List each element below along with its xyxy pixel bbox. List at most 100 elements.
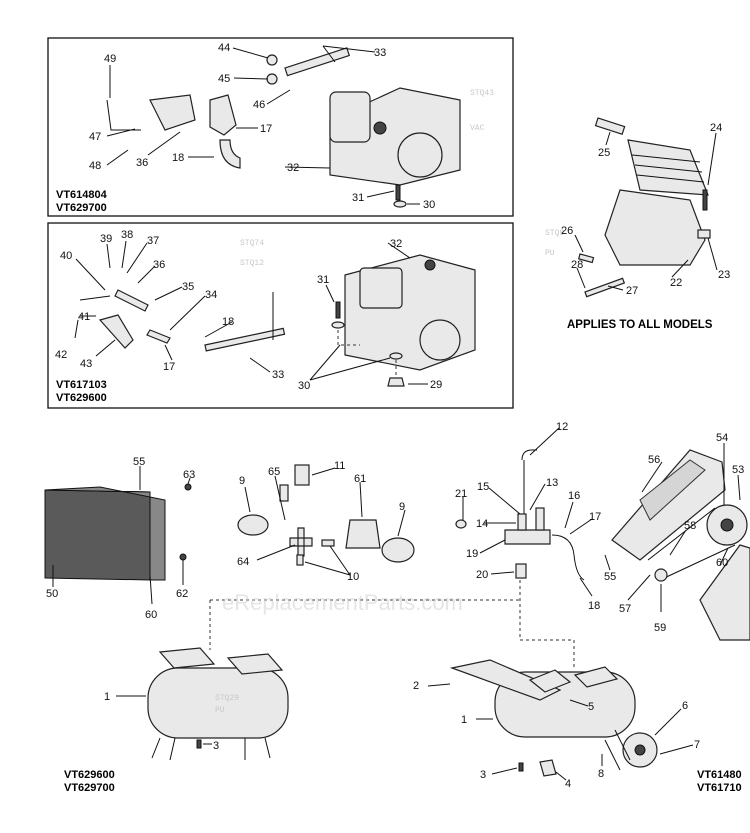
callout-32: 32 xyxy=(390,238,402,250)
model-label: VT629600 xyxy=(56,392,107,404)
connector-lines xyxy=(209,580,575,668)
callout-4: 4 xyxy=(565,778,571,790)
callout-30: 30 xyxy=(423,199,435,211)
foot-4 xyxy=(539,759,557,777)
callout-31: 31 xyxy=(352,192,364,204)
callout-24: 24 xyxy=(710,122,722,134)
svg-text:PU: PU xyxy=(545,249,555,258)
tank-left-callouts: 55 50 60 63 62 9 65 11 61 9 64 10 1 3 xyxy=(46,456,405,752)
callout-46: 46 xyxy=(253,99,265,111)
callout-25: 25 xyxy=(598,147,610,159)
tube-18 xyxy=(219,139,241,169)
model-label: VT61480 xyxy=(697,769,742,781)
callout-62: 62 xyxy=(176,588,188,600)
callout-29: 29 xyxy=(430,379,442,391)
callout-18: 18 xyxy=(588,600,600,612)
callout-33: 33 xyxy=(272,369,284,381)
saddle-left-2 xyxy=(226,653,284,675)
callout-21: 21 xyxy=(455,488,467,500)
air-cleaner-2 xyxy=(359,267,403,309)
callout-55: 55 xyxy=(604,571,616,583)
engine-pulley-2 xyxy=(419,319,461,361)
model-label: VT61710 xyxy=(697,782,742,794)
callout-3: 3 xyxy=(213,740,219,752)
callout-17: 17 xyxy=(163,361,175,373)
callout-53: 53 xyxy=(732,464,744,476)
callout-58: 58 xyxy=(684,520,696,532)
gauge-9 xyxy=(237,514,269,536)
callout-50: 50 xyxy=(46,588,58,600)
callout-57: 57 xyxy=(619,603,631,615)
callout-16: 16 xyxy=(568,490,580,502)
throttle-lever xyxy=(98,314,134,349)
callout-18: 18 xyxy=(172,152,184,164)
model-label: VT629600 xyxy=(64,769,115,781)
callout-32: 32 xyxy=(287,162,299,174)
pump-callouts: 24 25 26 22 28 23 27 xyxy=(561,122,730,297)
callout-48: 48 xyxy=(89,160,101,172)
svg-text:STQ12: STQ12 xyxy=(240,259,264,268)
svg-text:STQ9: STQ9 xyxy=(545,229,564,238)
callout-26: 26 xyxy=(561,225,573,237)
callout-17: 17 xyxy=(589,511,601,523)
callout-55: 55 xyxy=(133,456,145,468)
callout-49: 49 xyxy=(104,53,116,65)
saddle-left-1 xyxy=(158,647,216,669)
regulator-61 xyxy=(345,519,381,549)
callout-41: 41 xyxy=(78,311,90,323)
air-cleaner-1 xyxy=(329,91,371,143)
callout-35: 35 xyxy=(182,281,194,293)
callout-45: 45 xyxy=(218,73,230,85)
svg-text:PU: PU xyxy=(215,706,225,715)
belt-guard-section: 54 56 53 58 60 57 59 xyxy=(611,432,750,641)
callout-43: 43 xyxy=(80,358,92,370)
callout-5: 5 xyxy=(588,701,594,713)
callout-56: 56 xyxy=(648,454,660,466)
callout-27: 27 xyxy=(626,285,638,297)
pump-crankcase xyxy=(604,189,706,266)
callout-65: 65 xyxy=(268,466,280,478)
callout-36: 36 xyxy=(153,259,165,271)
callout-42: 42 xyxy=(55,349,67,361)
callout-34: 34 xyxy=(205,289,217,301)
shroud-50 xyxy=(44,489,151,581)
callout-36: 36 xyxy=(136,157,148,169)
callout-64: 64 xyxy=(237,556,249,568)
fitting-25 xyxy=(594,117,626,136)
throttle-rod-2 xyxy=(204,327,286,352)
callout-44: 44 xyxy=(218,42,230,54)
check-valve-20 xyxy=(515,563,527,579)
tank-right-callouts: 2 5 1 6 7 3 4 8 xyxy=(413,680,700,790)
handle-2 xyxy=(449,659,562,701)
callout-37: 37 xyxy=(147,235,159,247)
callout-63: 63 xyxy=(183,469,195,481)
callout-19: 19 xyxy=(466,548,478,560)
callout-18: 18 xyxy=(222,316,234,328)
callout-9: 9 xyxy=(239,475,245,487)
engine-pulley-1 xyxy=(397,132,443,178)
svg-text:STQ74: STQ74 xyxy=(240,239,264,248)
svg-text:STQ29: STQ29 xyxy=(215,694,239,703)
manifold-19 xyxy=(504,529,551,545)
callout-12: 12 xyxy=(556,421,568,433)
pump-head xyxy=(627,139,709,196)
gauge-9b xyxy=(381,537,415,563)
throttle-rod-33 xyxy=(284,47,351,77)
callout-2: 2 xyxy=(413,680,419,692)
callout-8: 8 xyxy=(598,768,604,780)
callout-23: 23 xyxy=(718,269,730,281)
callout-9: 9 xyxy=(399,501,405,513)
belt-callouts: 54 56 53 58 60 57 59 xyxy=(619,432,744,634)
fitting-11 xyxy=(294,464,310,486)
model-label: VT629700 xyxy=(64,782,115,794)
model-label: VT614804 xyxy=(56,189,108,201)
callout-31: 31 xyxy=(317,274,329,286)
svg-text:VAC: VAC xyxy=(470,124,485,133)
callout-28: 28 xyxy=(571,259,583,271)
callout-30: 30 xyxy=(298,380,310,392)
box-2-callouts: 39 38 37 40 36 32 35 31 34 41 18 42 43 1… xyxy=(55,229,442,392)
callout-40: 40 xyxy=(60,250,72,262)
air-tank-left xyxy=(147,667,289,739)
